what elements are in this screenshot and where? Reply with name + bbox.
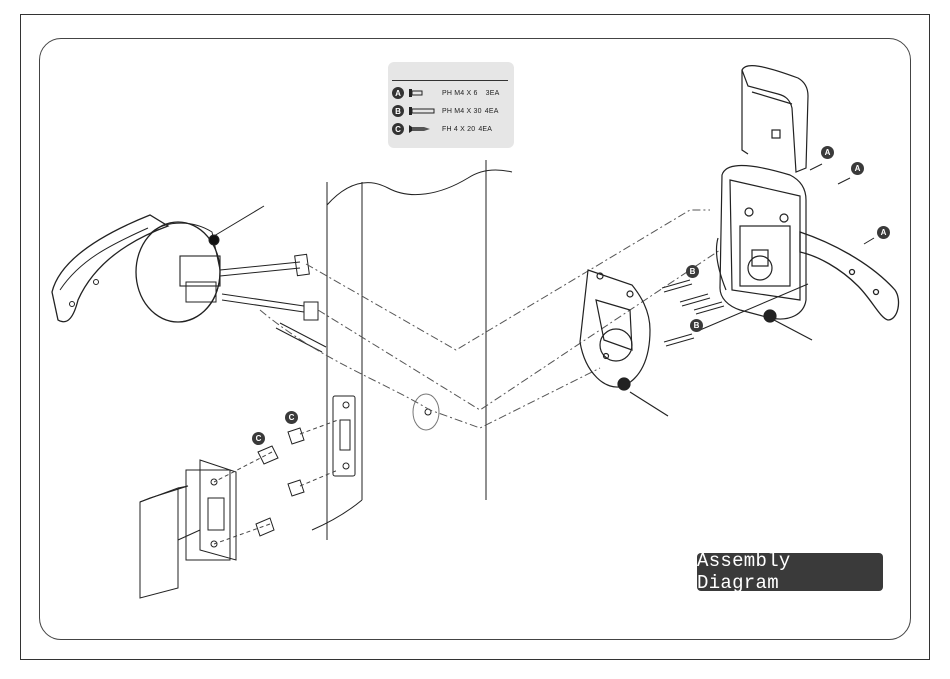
- callout-c-1: C: [285, 411, 298, 424]
- callout-b-2: B: [690, 319, 703, 332]
- mounting-plate: [580, 270, 668, 416]
- legend-spec-c: FH 4 X 20: [442, 126, 475, 133]
- callout-a-3: A: [877, 226, 890, 239]
- flat-head-wood-screw-icon: [408, 124, 436, 134]
- pan-head-short-screw-icon: [408, 88, 436, 98]
- legend-spec-b: PH M4 X 30: [442, 108, 482, 115]
- callout-a-2: A: [851, 162, 864, 175]
- legend-qty-b: 4EA: [485, 108, 499, 115]
- legend-row-a: A PH M4 X 6 3EA: [392, 86, 500, 100]
- latch-assembly: [140, 460, 236, 598]
- spindle: [276, 323, 326, 352]
- battery-cover: [742, 66, 808, 172]
- legend-divider: [392, 80, 508, 81]
- inner-lever: [800, 232, 899, 320]
- door-panel: [312, 160, 512, 540]
- screws-c: [256, 428, 304, 536]
- callout-b-1: B: [686, 265, 699, 278]
- screws-a: [810, 164, 874, 244]
- screws-b: [662, 280, 724, 346]
- callout-a-1: A: [821, 146, 834, 159]
- callout-c-2: C: [252, 432, 265, 445]
- diagram-title: Assembly Diagram: [697, 553, 883, 591]
- legend-spec-a: PH M4 X 6: [442, 90, 478, 97]
- legend-qty-a: 3EA: [486, 90, 500, 97]
- door-edge-strike: [333, 396, 355, 476]
- legend-marker-a: A: [392, 87, 404, 99]
- legend-marker-c: C: [392, 123, 404, 135]
- legend-marker-b: B: [392, 105, 404, 117]
- legend-row-c: C FH 4 X 20 4EA: [392, 122, 492, 136]
- inner-body-housing: [716, 166, 812, 340]
- legend-row-b: B PH M4 X 30 4EA: [392, 104, 499, 118]
- legend-qty-c: 4EA: [478, 126, 492, 133]
- outer-lever-assembly: [52, 206, 318, 322]
- pan-head-long-screw-icon: [408, 106, 436, 116]
